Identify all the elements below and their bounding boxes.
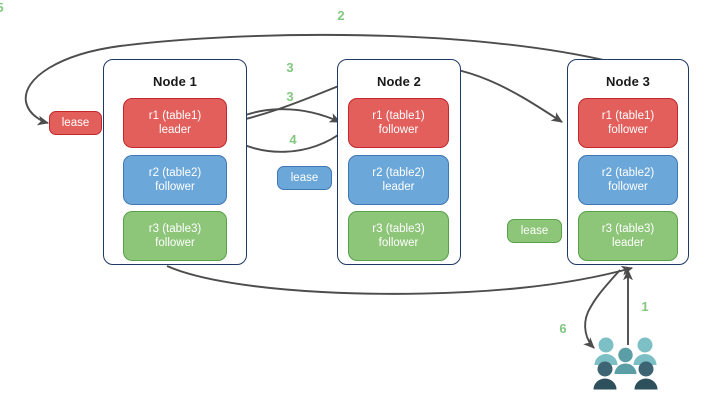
node-1-replica-r2-role: follower [155, 181, 195, 193]
node-3-replica-r3-role: leader [612, 237, 644, 249]
edge-step-5 [166, 265, 634, 295]
node-1-replica-r3[interactable]: r3 (table3) follower [123, 211, 227, 261]
node-2-replica-r3[interactable]: r3 (table3) follower [348, 211, 449, 261]
node-3-replica-r2-name: r2 (table2) [601, 167, 655, 179]
users-icon [593, 337, 658, 390]
lease-badge-blue[interactable]: lease [277, 166, 332, 190]
step-label-1: 1 [641, 299, 649, 314]
node-3-replica-r1-role: follower [608, 124, 648, 136]
step-label-5: 5 [0, 0, 10, 15]
step-label-3-upper: 3 [286, 60, 294, 75]
node-1-title: Node 1 [153, 74, 197, 89]
node-3-replica-r3-name: r3 (table3) [601, 223, 655, 235]
node-3-title: Node 3 [606, 74, 650, 89]
node-1-replica-r3-role: follower [155, 237, 195, 249]
node-2-title: Node 2 [377, 74, 421, 89]
lease-badge-green-label: lease [520, 225, 549, 237]
node-2-replica-r2[interactable]: r2 (table2) leader [348, 155, 449, 205]
node-1-replica-r2[interactable]: r2 (table2) follower [123, 155, 227, 205]
node-3-replica-r1-name: r1 (table1) [601, 110, 655, 122]
node-3-replica-r2-role: follower [608, 181, 648, 193]
lease-badge-red-label: lease [61, 117, 90, 129]
step-label-6: 6 [559, 321, 567, 336]
lease-badge-blue-label: lease [290, 172, 319, 184]
node-2-replica-r1-role: follower [378, 124, 419, 136]
node-1-replica-r1-role: leader [159, 124, 191, 136]
node-1-replica-r1-name: r1 (table1) [148, 110, 202, 122]
node-2-replica-r2-name: r2 (table2) [372, 167, 425, 179]
node-2-replica-r1-name: r1 (table1) [372, 110, 425, 122]
node-3-replica-r1[interactable]: r1 (table1) follower [578, 98, 678, 148]
node-3-replica-r3[interactable]: r3 (table3) leader [578, 211, 678, 261]
lease-badge-red[interactable]: lease [49, 111, 102, 135]
step-label-4: 4 [289, 132, 297, 147]
node-1-replica-r3-name: r3 (table3) [148, 223, 202, 235]
node-2-replica-r2-role: leader [382, 181, 415, 193]
node-3-replica-r2[interactable]: r2 (table2) follower [578, 155, 678, 205]
node-1-replica-r2-name: r2 (table2) [148, 167, 202, 179]
step-label-2: 2 [337, 8, 345, 23]
lease-badge-green[interactable]: lease [507, 219, 562, 243]
node-2-replica-r1[interactable]: r1 (table1) follower [348, 98, 449, 148]
step-label-3-lower: 3 [286, 89, 294, 104]
node-2-replica-r3-name: r3 (table3) [372, 223, 425, 235]
node-1-replica-r1[interactable]: r1 (table1) leader [123, 98, 227, 148]
node-2-replica-r3-role: follower [378, 237, 419, 249]
